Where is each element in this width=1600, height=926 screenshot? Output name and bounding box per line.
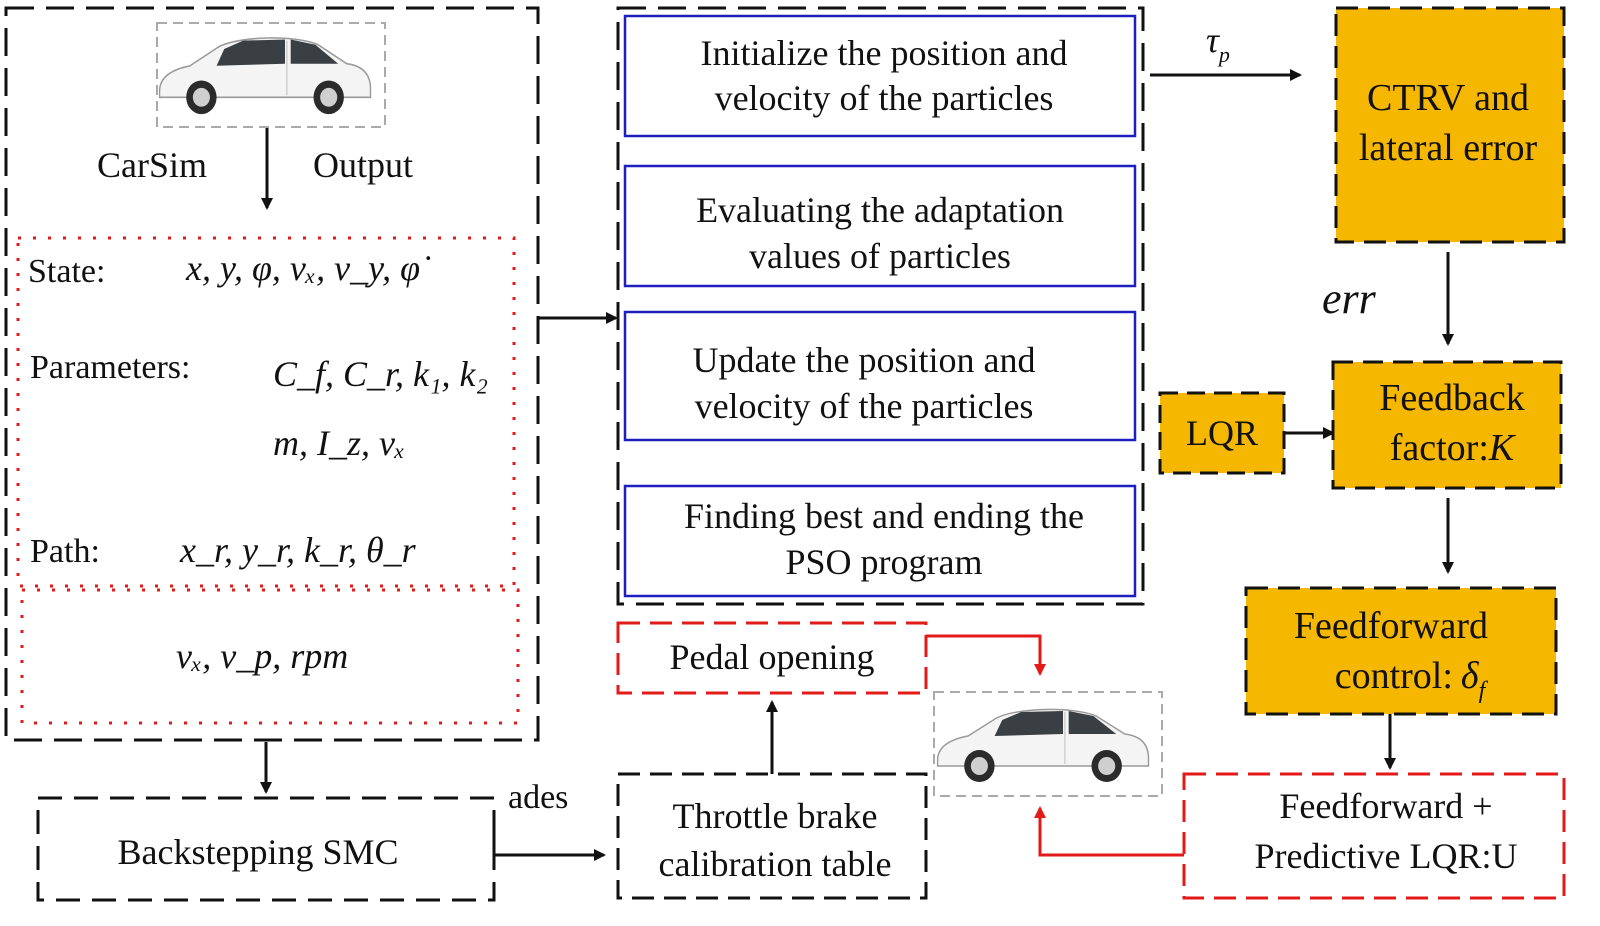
pso-step-update-line2: velocity of the particles [695,386,1034,426]
arrow-smc-to-throttle [492,820,606,861]
pso-step-finish-line1: Finding best and ending the [684,496,1084,536]
err-label: err [1322,274,1377,323]
tau-label: τp [1206,20,1230,67]
combined-line1: Feedforward + [1279,786,1492,826]
feedback-box [1331,360,1563,490]
feedforward-line1: Feedforward [1294,605,1488,647]
lqr-box [1158,391,1286,475]
state-vars: x, y, φ, vₓ, v_y, φ̇ [185,248,431,288]
feedforward-box [1244,586,1558,716]
state-label: State: [28,253,105,290]
carsim-panel-border [4,6,540,742]
path-label: Path: [30,533,100,570]
pso-step-initialize-line2: velocity of the particles [715,78,1054,118]
lqr-label: LQR [1186,413,1258,453]
combined-line2: Predictive LQR:U [1255,836,1518,876]
speed-vars: vₓ, v_p, rpm [176,636,348,676]
parameters-vars-1: C_f, C_r, k₁, k₂ [273,354,488,394]
pso-step-finish [623,484,1137,598]
pso-step-evaluate-line1: Evaluating the adaptation [696,190,1064,230]
throttle-line2: calibration table [659,844,892,884]
pso-step-update [623,310,1137,442]
ctrv-line2: lateral error [1359,127,1538,169]
parameters-label: Parameters: [30,349,191,386]
feedback-line2: factor:K [1390,427,1516,469]
pso-step-initialize-line1: Initialize the position and [701,33,1068,73]
ctrv-box [1334,6,1566,244]
pso-step-evaluate-line2: values of particles [749,236,1011,276]
pso-step-update-line1: Update the position and [693,340,1036,380]
throttle-line1: Throttle brake [673,796,878,836]
pso-step-initialize [623,14,1137,138]
arrow-pedal-to-car [926,634,1046,676]
arrow-combined-to-car [1034,806,1184,857]
feedback-line1: Feedback [1379,377,1525,419]
combined-control-box [1182,772,1566,900]
carsim-label: CarSim [97,145,207,185]
pedal-label: Pedal opening [670,637,875,677]
path-vars: x_r, y_r, k_r, θ_r [179,530,417,570]
ctrv-line1: CTRV and [1367,77,1529,119]
ades-label: ades [508,779,568,816]
pso-panel-border [616,6,1145,606]
output-label: Output [313,145,413,185]
pso-step-evaluate [623,164,1137,288]
parameters-vars-2: m, I_z, vₓ [273,423,405,463]
throttle-box [616,772,928,900]
pedal-box [616,621,928,695]
feedforward-line2: control:δf [1335,655,1489,704]
pso-step-finish-line2: PSO program [786,542,983,582]
smc-label: Backstepping SMC [117,832,398,872]
